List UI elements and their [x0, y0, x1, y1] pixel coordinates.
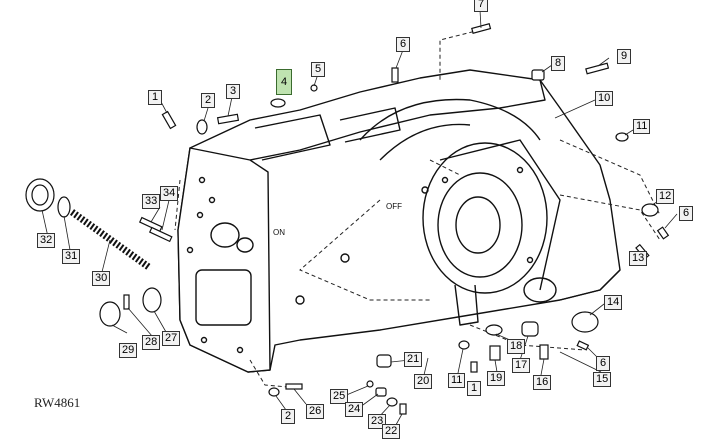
callout-32[interactable]: 32 [37, 233, 56, 248]
callout-28[interactable]: 28 [142, 335, 161, 350]
callout-3[interactable]: 3 [226, 84, 240, 99]
callout-23[interactable]: 23 [368, 414, 387, 429]
callout-6-right[interactable]: 6 [679, 206, 693, 221]
callout-11-top[interactable]: 11 [633, 119, 651, 134]
callout-1-lower[interactable]: 1 [467, 381, 481, 396]
callout-2-lower[interactable]: 2 [281, 409, 295, 424]
callout-14[interactable]: 14 [604, 295, 623, 310]
callout-24[interactable]: 24 [345, 402, 364, 417]
callout-29[interactable]: 29 [119, 343, 138, 358]
callout-6-top[interactable]: 6 [396, 37, 410, 52]
callout-13[interactable]: 13 [629, 251, 648, 266]
callout-26[interactable]: 26 [306, 404, 325, 419]
callout-7[interactable]: 7 [474, 0, 488, 12]
on-label: ON [273, 228, 285, 237]
callout-17[interactable]: 17 [512, 358, 531, 373]
callout-19[interactable]: 19 [487, 371, 506, 386]
reference-code: RW4861 [34, 395, 81, 410]
callout-11-lower[interactable]: 11 [448, 373, 466, 388]
callout-20[interactable]: 20 [414, 374, 433, 389]
callout-16[interactable]: 16 [533, 375, 552, 390]
callout-27[interactable]: 27 [162, 331, 181, 346]
callout-22[interactable]: 22 [382, 424, 401, 439]
callout-2-top[interactable]: 2 [201, 93, 215, 108]
callout-33[interactable]: 33 [142, 194, 161, 209]
callout-30[interactable]: 30 [92, 271, 111, 286]
callout-34[interactable]: 34 [160, 186, 179, 201]
callout-12[interactable]: 12 [656, 189, 675, 204]
callout-9[interactable]: 9 [617, 49, 631, 64]
callout-10[interactable]: 10 [595, 91, 614, 106]
callout-5[interactable]: 5 [311, 62, 325, 77]
callout-6-lower[interactable]: 6 [596, 356, 610, 371]
callout-18[interactable]: 18 [507, 339, 526, 354]
callout-15[interactable]: 15 [593, 372, 612, 387]
callout-1-top[interactable]: 1 [148, 90, 162, 105]
callout-31[interactable]: 31 [62, 249, 81, 264]
front-plate [177, 147, 271, 373]
callout-8[interactable]: 8 [551, 56, 565, 71]
callout-25[interactable]: 25 [330, 389, 349, 404]
callout-21[interactable]: 21 [404, 352, 423, 367]
top-surface [249, 79, 546, 161]
off-label: OFF [386, 202, 402, 211]
rear-flange [422, 142, 548, 294]
callout-4-highlighted[interactable]: 4 [276, 69, 292, 95]
